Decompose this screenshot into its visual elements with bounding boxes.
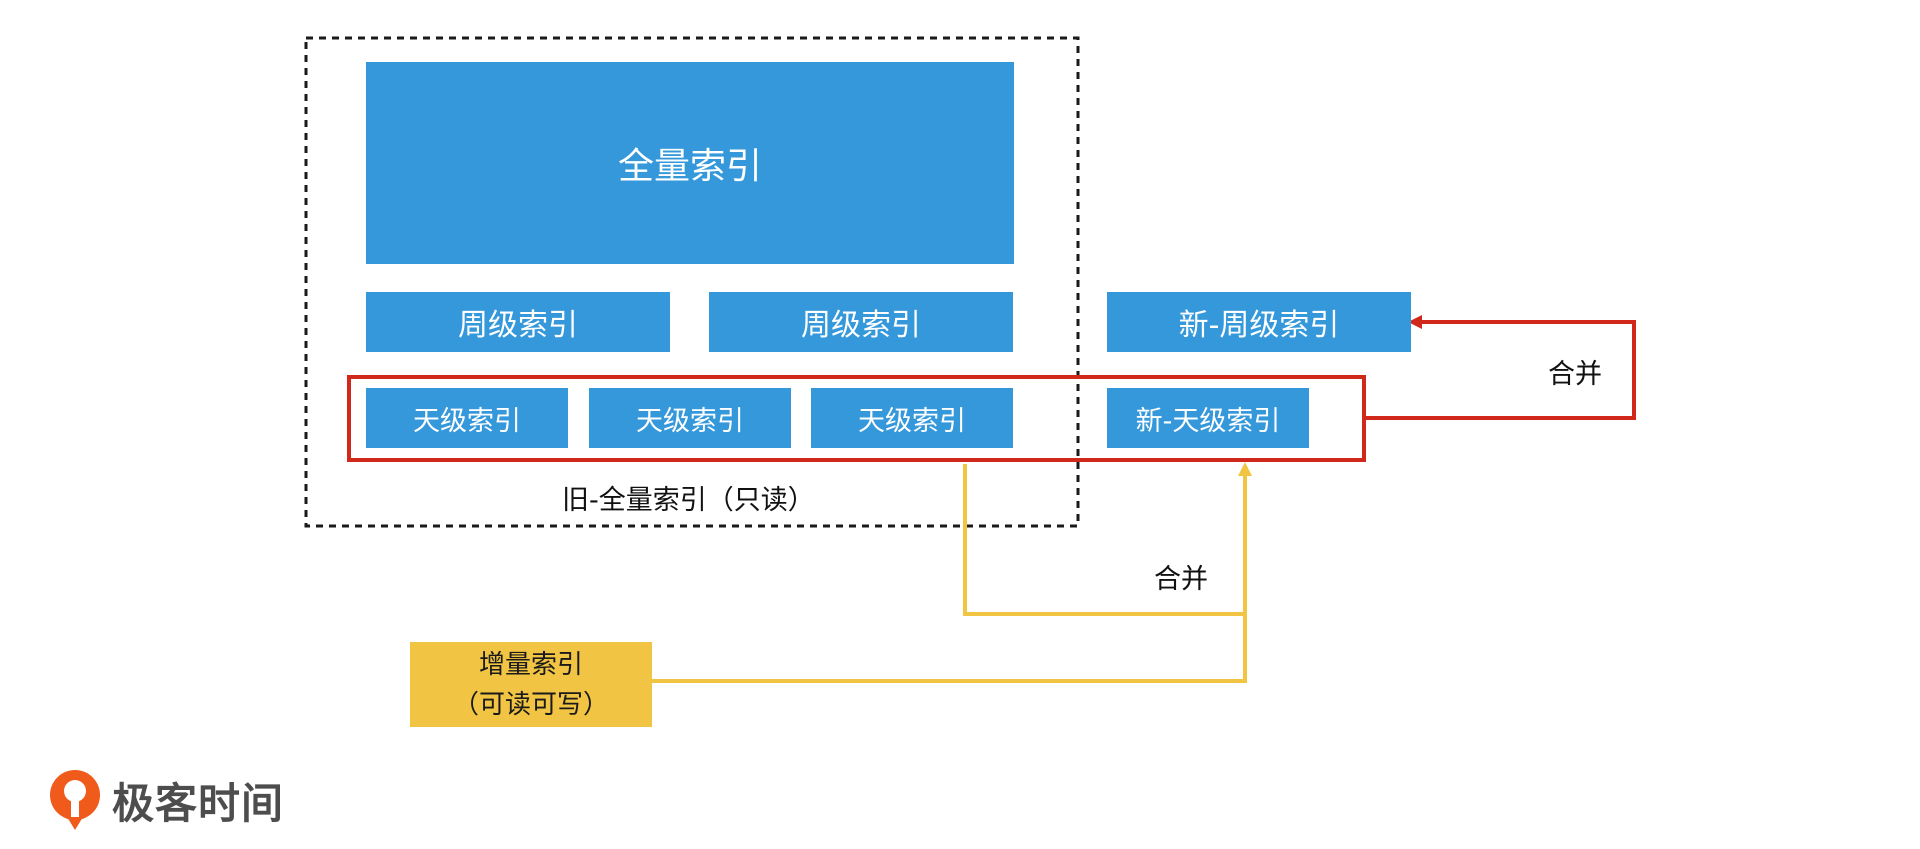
merge-arrow-red-head <box>1408 315 1422 329</box>
incremental-index-box: 增量索引 （可读可写） <box>410 642 652 727</box>
new-day-index-box: 新-天级索引 <box>1107 388 1309 448</box>
incremental-index-subtitle: （可读可写） <box>452 689 609 720</box>
merge-label-top: 合并 <box>1548 359 1602 390</box>
old-full-index-caption: 旧-全量索引（只读） <box>562 485 815 516</box>
merge-arrow-red <box>1364 320 1636 420</box>
merge-line-yellow-from-incremental <box>652 472 1247 683</box>
geektime-logo-icon <box>50 770 100 830</box>
day-index-box-1: 天级索引 <box>366 388 568 448</box>
old-full-index-container <box>304 36 1080 528</box>
geektime-logo-text: 极客时间 <box>112 779 285 828</box>
merge-line-yellow-from-day <box>963 464 1245 616</box>
full-index-box: 全量索引 <box>366 62 1014 264</box>
new-week-index-box: 新-周级索引 <box>1107 292 1411 352</box>
week-index-box-1: 周级索引 <box>366 292 670 352</box>
incremental-index-title: 增量索引 <box>478 649 583 680</box>
merge-label-bottom: 合并 <box>1154 564 1208 595</box>
day-index-box-2: 天级索引 <box>589 388 791 448</box>
day-index-box-3: 天级索引 <box>811 388 1013 448</box>
merge-arrow-yellow-head <box>1238 462 1252 476</box>
week-index-box-2: 周级索引 <box>709 292 1013 352</box>
